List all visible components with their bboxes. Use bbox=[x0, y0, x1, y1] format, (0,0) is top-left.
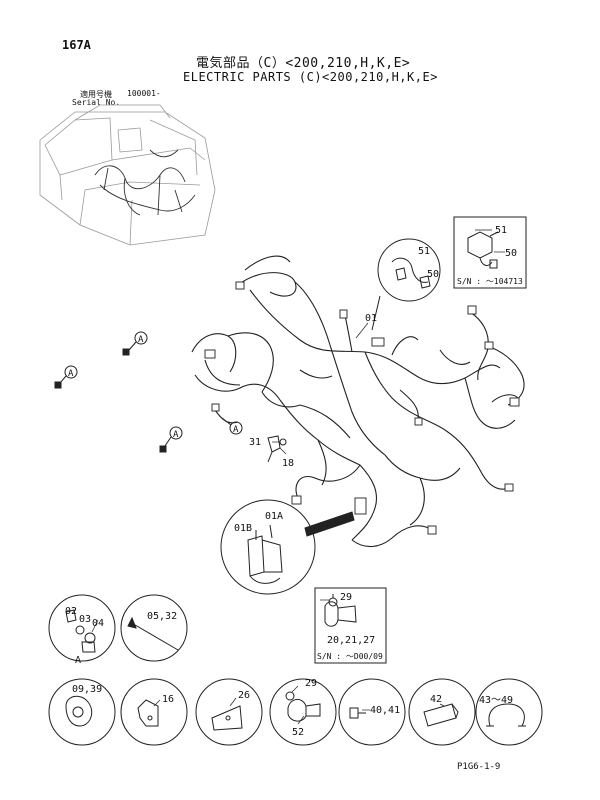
harness-connectors bbox=[204, 281, 520, 535]
callout-26: 26 bbox=[238, 690, 250, 701]
callout-04: 04 bbox=[92, 618, 104, 629]
ref-label-a-2: A bbox=[68, 369, 74, 379]
serial-label-english: Serial No. bbox=[72, 98, 121, 107]
callout-42: 42 bbox=[430, 694, 442, 705]
callout-02: 02 bbox=[65, 606, 77, 617]
cab-harness-sketch bbox=[94, 149, 196, 216]
inset-box-lower bbox=[314, 587, 387, 664]
callout-43-49: 43～49 bbox=[479, 695, 513, 706]
serial-label-japanese: 適用号機 bbox=[80, 90, 112, 99]
callout-29-inset: 29 bbox=[340, 592, 352, 603]
page-number: 167A bbox=[62, 38, 91, 52]
part-circle-40-41 bbox=[338, 678, 406, 746]
callout-50-inset: 50 bbox=[505, 248, 517, 259]
callout-51-circle: 51 bbox=[418, 246, 430, 257]
ref-label-a-3: A bbox=[173, 430, 179, 440]
part-circle-29-52 bbox=[269, 678, 337, 746]
callout-20-21-27: 20,21,27 bbox=[327, 635, 375, 646]
machine-cab-sketch bbox=[39, 104, 216, 246]
callout-labels: A A A A A 01 31 18 51 50 51 50 S/N : ～10… bbox=[65, 225, 523, 738]
part-circle-26 bbox=[195, 678, 263, 746]
callout-31: 31 bbox=[249, 437, 261, 448]
serial-range: 100001- bbox=[127, 89, 161, 98]
page-title-english: ELECTRIC PARTS (C)<200,210,H,K,E> bbox=[183, 70, 438, 84]
callout-03: 03 bbox=[79, 614, 91, 625]
callout-52: 52 bbox=[292, 727, 304, 738]
callout-40-41: 40,41 bbox=[370, 705, 400, 716]
part-circle-09-39 bbox=[48, 678, 116, 746]
callout-16: 16 bbox=[162, 694, 174, 705]
part-circle-02-03-04 bbox=[48, 594, 116, 662]
inset-serial-lower: S/N : ～D00/09 bbox=[317, 652, 383, 661]
callout-01a: 01A bbox=[265, 511, 283, 522]
callout-51-inset: 51 bbox=[495, 225, 507, 236]
callout-09-39: 09,39 bbox=[72, 684, 102, 695]
callout-18: 18 bbox=[282, 458, 294, 469]
detail-circle-51-50 bbox=[371, 238, 441, 331]
part-circle-42 bbox=[408, 678, 476, 746]
ref-label-a-4: A bbox=[233, 425, 239, 435]
part-circle-05-32 bbox=[120, 594, 188, 662]
callout-05-32: 05,32 bbox=[147, 611, 177, 622]
callout-50-circle: 50 bbox=[427, 269, 439, 280]
reference-markers-a bbox=[54, 331, 243, 453]
ref-label-a-5: A bbox=[75, 655, 81, 666]
ref-label-a-1: A bbox=[138, 335, 144, 345]
leader-lines bbox=[91, 229, 505, 725]
figure-code: P1G6-1-9 bbox=[457, 762, 501, 772]
detail-circle-01 bbox=[220, 499, 355, 595]
callout-01: 01 bbox=[365, 313, 377, 324]
inset-box-upper bbox=[453, 216, 527, 289]
main-wiring-harness bbox=[191, 255, 525, 548]
page-title-japanese: 電気部品（C）<200,210,H,K,E> bbox=[196, 56, 411, 71]
part-circle-43-49 bbox=[475, 678, 543, 746]
callout-01b: 01B bbox=[234, 523, 252, 534]
callout-29: 29 bbox=[305, 678, 317, 689]
part-circle-16 bbox=[120, 678, 188, 746]
inset-serial-upper: S/N : ～104713 bbox=[457, 277, 523, 286]
